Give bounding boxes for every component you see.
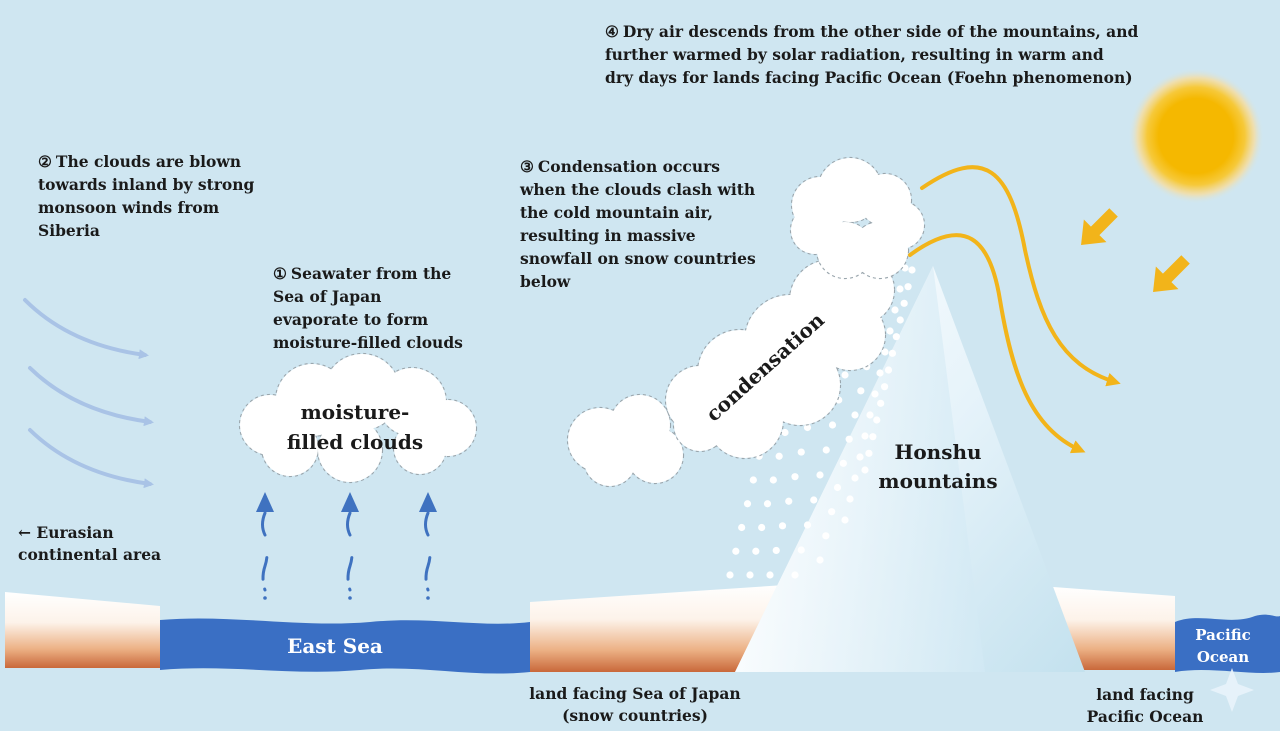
warm-air-arrow — [920, 165, 1121, 387]
eurasian-label: ← Eurasian continental area — [18, 523, 162, 564]
clouds — [238, 156, 926, 488]
solar-ray-arrow — [1153, 255, 1190, 292]
sun-icon — [1128, 68, 1264, 204]
condensation-cloud-top — [789, 156, 926, 280]
left-land — [5, 592, 160, 668]
vapor-arrow — [256, 492, 274, 600]
east-sea-label: East Sea — [287, 634, 383, 658]
land-sea-of-japan — [530, 584, 800, 672]
warm-air-arrow — [908, 233, 1086, 454]
pacific-ocean-label: Pacific Ocean — [1195, 626, 1251, 666]
solar-ray-arrow — [1081, 208, 1118, 245]
sparkle-icon — [1210, 668, 1254, 712]
condensation-cloud-low — [566, 393, 685, 488]
wind-arrow — [28, 366, 154, 427]
wind-arrow — [23, 298, 149, 360]
land-sea-of-japan-label: land facing Sea of Japan (snow countries… — [529, 684, 741, 725]
pacific-ocean — [1175, 614, 1280, 673]
moisture-cloud — [238, 352, 478, 484]
land-pacific-label: land facing Pacific Ocean — [1086, 685, 1204, 726]
vapor-arrow — [419, 492, 437, 600]
wind-arrow — [28, 428, 154, 489]
honshu-mountain-face — [735, 266, 985, 672]
condensation-cloud-mid — [664, 254, 896, 460]
vapor-arrow — [341, 492, 359, 600]
evaporation-arrows — [256, 492, 437, 600]
moisture-clouds-label: moisture- filled clouds — [286, 400, 424, 454]
east-sea — [160, 618, 530, 674]
honshu-label: Honshu mountains — [878, 440, 998, 493]
